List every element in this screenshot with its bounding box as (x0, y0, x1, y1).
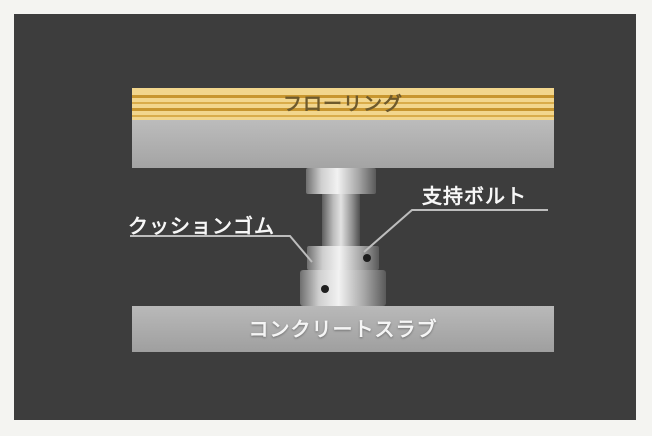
floor-panel (132, 120, 554, 168)
bolt-top-cap (306, 168, 376, 194)
support-bolt-assembly (300, 168, 386, 306)
flooring-label: フローリング (282, 93, 403, 115)
support-bolt-label: 支持ボルト (422, 184, 527, 208)
cushion-rubber-label: クッションゴム (128, 214, 275, 238)
concrete-slab-label: コンクリートスラブ (248, 317, 438, 341)
cushion-rubber-base (300, 270, 386, 306)
base-hole (321, 285, 329, 293)
flooring-layer (132, 88, 554, 120)
bolt-leader-line (363, 209, 548, 253)
bolt-nut (307, 246, 379, 270)
bolt-shaft (322, 194, 360, 246)
concrete-slab (132, 306, 554, 352)
bolt-nut-hole (363, 254, 371, 262)
cushion-leader-line (130, 235, 313, 263)
